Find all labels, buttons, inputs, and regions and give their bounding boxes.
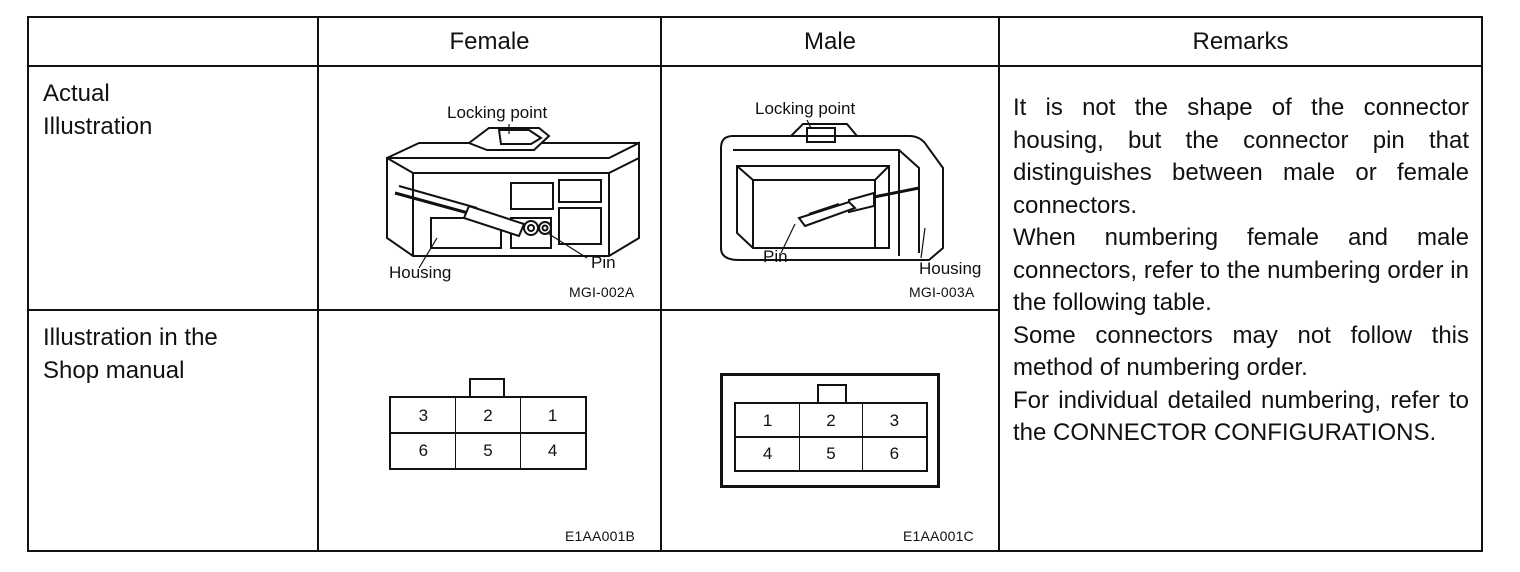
row-label-shop-manual: Illustration in the Shop manual [43, 324, 218, 384]
remarks-paragraph: Some connectors may not follow this meth… [1013, 321, 1469, 382]
male-pin-diagram: 1 2 3 4 5 6 [720, 373, 940, 488]
male-lock-tab [817, 384, 847, 404]
remarks-paragraph: For individual detailed numbering, refer… [1013, 386, 1469, 447]
pin-cell: 2 [798, 403, 864, 438]
male-shop-code: E1AA001C [903, 528, 974, 544]
pin-cell: 2 [454, 397, 522, 434]
pin-cell: 4 [735, 436, 801, 471]
female-pin-grid: 3 2 1 6 5 4 [389, 396, 587, 470]
remarks-paragraph: When numbering female and male connector… [1013, 224, 1469, 316]
male-pin-label: Pin [763, 247, 788, 266]
pin-cell: 3 [861, 403, 927, 438]
female-lock-tab [469, 378, 505, 398]
grid-line [660, 18, 662, 550]
female-pin-diagram: 3 2 1 6 5 4 [389, 378, 589, 473]
pin-cell: 1 [735, 403, 801, 438]
pin-cell: 6 [390, 432, 457, 469]
pin-cell: 6 [861, 436, 927, 471]
pin-cell: 5 [798, 436, 864, 471]
pin-cell: 3 [390, 397, 457, 434]
female-pin-label: Pin [591, 253, 616, 272]
pin-cell: 5 [454, 432, 522, 469]
female-actual-code: MGI-002A [569, 284, 635, 300]
row-label-actual: Actual Illustration [43, 80, 153, 140]
header-female: Female [449, 28, 530, 55]
male-actual-code: MGI-003A [909, 284, 975, 300]
female-connector-illustration: Locking point Housing Pin [386, 103, 640, 282]
female-shop-code: E1AA001B [565, 528, 636, 544]
male-housing-label: Housing [919, 259, 981, 278]
grid-line [317, 18, 319, 550]
header-blank [29, 18, 317, 66]
female-locking-point-label: Locking point [447, 103, 547, 122]
remarks-paragraph: It is not the shape of the connector hou… [1013, 94, 1469, 219]
pin-cell: 4 [519, 432, 586, 469]
connector-table: Female Male Remarks Actual Illustration … [27, 16, 1483, 552]
male-pin-grid: 1 2 3 4 5 6 [734, 402, 928, 472]
male-locking-point-label: Locking point [755, 99, 855, 118]
grid-line [29, 309, 998, 311]
male-connector-illustration: Locking point Pin Housing [720, 99, 981, 278]
grid-line [29, 65, 1481, 67]
pin-cell: 1 [519, 397, 586, 434]
remarks-text: It is not the shape of the connector hou… [1013, 92, 1469, 450]
female-housing-label: Housing [389, 263, 451, 282]
header-remarks: Remarks [1192, 28, 1289, 55]
header-male: Male [803, 28, 857, 55]
grid-line [998, 18, 1000, 550]
